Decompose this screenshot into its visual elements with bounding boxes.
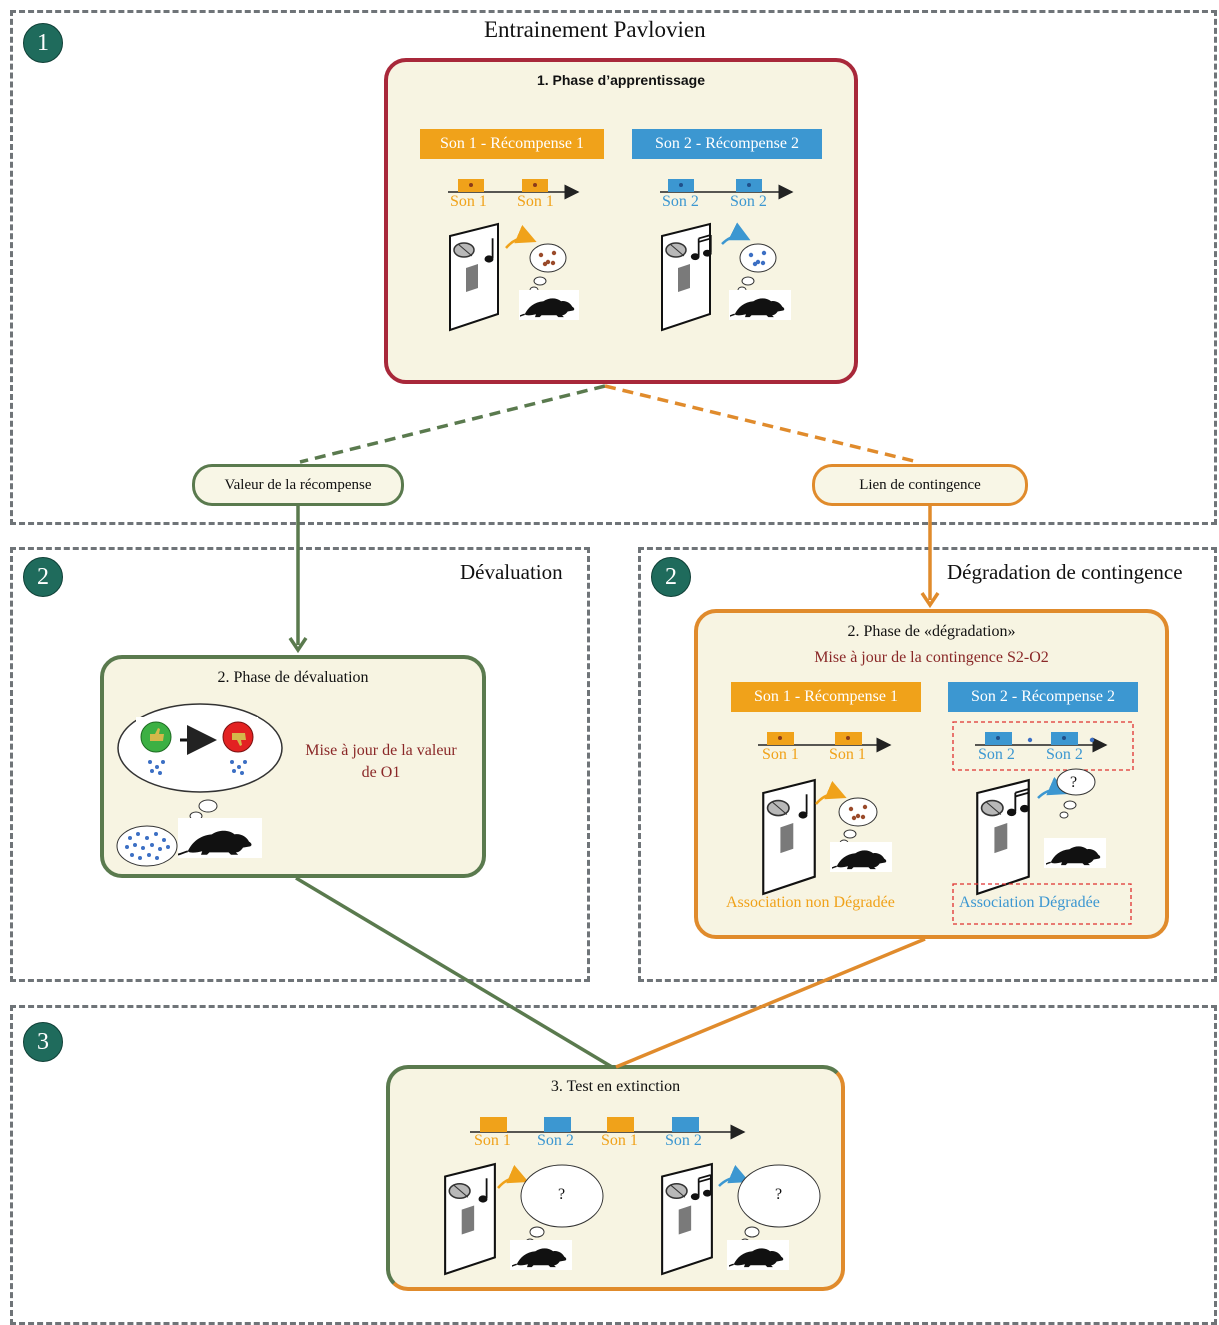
test-son1-label-a: Son 1 <box>474 1132 511 1149</box>
degradation-phase-title: 2. Phase de «dégradation» <box>847 623 1016 640</box>
thought-bubble-icon <box>739 243 777 273</box>
region-contingency-degradation <box>638 547 1217 982</box>
region-pavlovian-training <box>10 10 1217 525</box>
degradation-son2-label-b: Son 2 <box>1046 746 1083 763</box>
thought-bubble-icon <box>529 243 567 273</box>
thought-bubble-icon <box>520 1164 604 1228</box>
degraded-timeline-box <box>952 721 1134 771</box>
pellets-icon <box>148 760 247 775</box>
learning-son2-label-b: Son 2 <box>730 193 767 210</box>
degraded-label: Association Dégradée <box>959 894 1100 911</box>
test-son2-label-b: Son 2 <box>665 1132 702 1149</box>
reward-value-pill: Valeur de la récompense <box>192 464 404 506</box>
devaluation-phase-title: 2. Phase de dévaluation <box>217 669 369 686</box>
reward-value-label: Valeur de la récompense <box>224 477 372 493</box>
test-question-right: ? <box>775 1186 783 1203</box>
degradation-son2-label-a: Son 2 <box>978 746 1015 763</box>
tone-block <box>480 1117 507 1132</box>
learning-son1-label-b: Son 1 <box>517 193 554 210</box>
step-badge-1: 1 <box>23 23 63 63</box>
learning-phase-title: 1. Phase d’apprentissage <box>536 72 706 88</box>
non-degraded-label: Association non Dégradée <box>726 894 895 911</box>
learning-son2-label-a: Son 2 <box>662 193 699 210</box>
tone-block <box>607 1117 634 1132</box>
degradation-son1-label-a: Son 1 <box>762 746 799 763</box>
devaluation-note: Mise à jour de la valeur de O1 <box>305 742 457 781</box>
learning-tag-son1: Son 1 - Récompense 1 <box>420 129 604 159</box>
tone-block <box>544 1117 571 1132</box>
degradation-son1-label-b: Son 1 <box>829 746 866 763</box>
test-son2-label-a: Son 2 <box>537 1132 574 1149</box>
lever-panel-icon <box>976 779 1030 895</box>
tone-block <box>672 1117 699 1132</box>
thought-bubble-icon <box>1056 768 1096 796</box>
step-badge-2-left: 2 <box>23 557 63 597</box>
step-badge-2-right: 2 <box>651 557 691 597</box>
degradation-phase-subtitle: Mise à jour de la contingence S2-O2 <box>814 649 1049 666</box>
region-title-degradation: Dégradation de contingence <box>947 560 1183 584</box>
region-devaluation <box>10 547 590 982</box>
region-title-devaluation: Dévaluation <box>460 560 563 584</box>
degradation-tag-son1: Son 1 - Récompense 1 <box>731 682 921 712</box>
learning-son1-label-a: Son 1 <box>450 193 487 210</box>
region-title-training: Entrainement Pavlovien <box>484 17 706 42</box>
test-son1-label-b: Son 1 <box>601 1132 638 1149</box>
learning-phase-box: 1. Phase d’apprentissage <box>384 58 858 384</box>
connector-learning-to-contingency <box>604 384 919 464</box>
connector-degradation-to-test <box>615 937 926 1069</box>
thought-bubble-icon <box>737 1164 821 1228</box>
test-phase-title: 3. Test en extinction <box>550 1078 681 1095</box>
contingency-link-pill: Lien de contingence <box>812 464 1028 506</box>
contingency-link-label: Lien de contingence <box>859 477 981 493</box>
degraded-label-box <box>952 883 1132 925</box>
test-question-left: ? <box>558 1186 566 1203</box>
learning-tag-son2: Son 2 - Récompense 2 <box>632 129 822 159</box>
connector-learning-to-value <box>299 384 606 464</box>
step-badge-3: 3 <box>23 1022 63 1062</box>
thought-bubble-icon <box>838 797 878 827</box>
connector-devaluation-to-test <box>295 876 613 1069</box>
lever-panel-icon <box>449 223 499 331</box>
degradation-question: ? <box>1070 774 1078 791</box>
degradation-tag-son2: Son 2 - Récompense 2 <box>948 682 1138 712</box>
